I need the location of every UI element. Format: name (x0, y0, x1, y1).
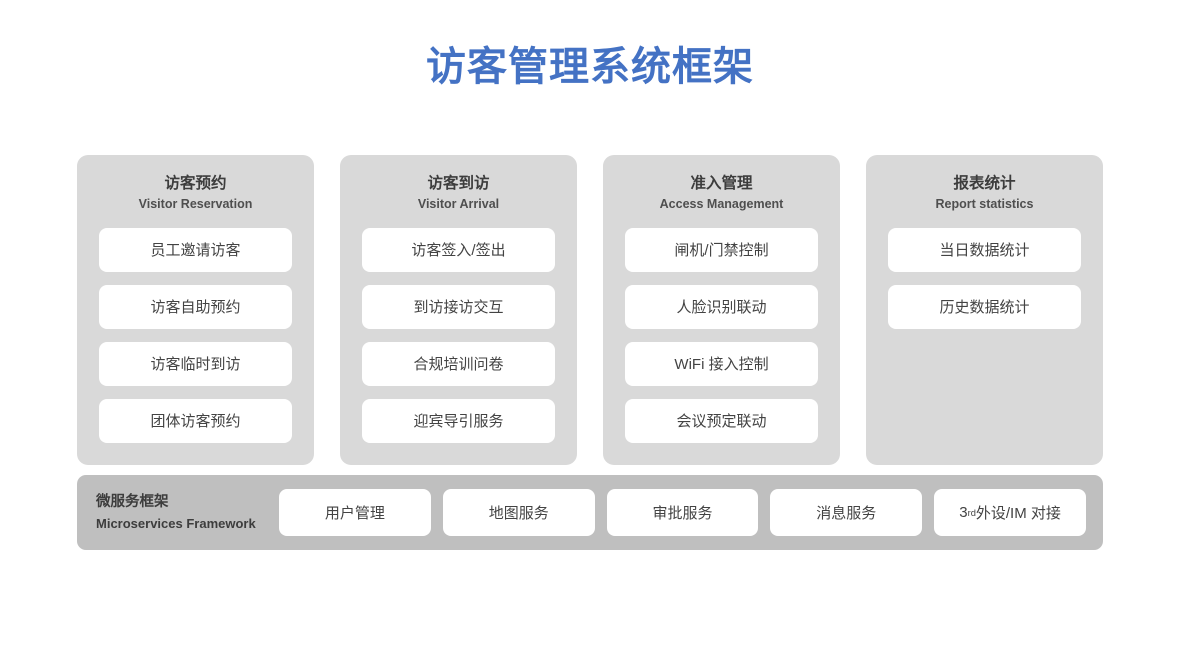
microservices-bar: 微服务框架 Microservices Framework 用户管理地图服务审批… (77, 475, 1103, 550)
microservice-card[interactable]: 地图服务 (442, 489, 595, 536)
microservices-label-en: Microservices Framework (96, 515, 256, 531)
microservice-card[interactable]: 审批服务 (606, 489, 759, 536)
pillar-title-cn: 报表统计 (953, 175, 1016, 192)
pillar-title-cn: 访客到访 (427, 175, 490, 192)
pillar-header: 准入管理 Access Management (625, 173, 818, 214)
microservices-label: 微服务框架 Microservices Framework (96, 492, 279, 533)
microservice-card-suffix: 外设/IM 对接 (975, 505, 1061, 522)
feature-card[interactable]: 迎宾导引服务 (362, 398, 555, 443)
feature-card[interactable]: WiFi 接入控制 (625, 341, 818, 386)
feature-card[interactable]: 人脸识别联动 (625, 284, 818, 329)
feature-card[interactable]: 会议预定联动 (625, 398, 818, 443)
pillar-title-cn: 准入管理 (690, 175, 753, 192)
pillar-column: 准入管理 Access Management 闸机/门禁控制人脸识别联动 WiFi 接… (603, 155, 840, 465)
feature-card[interactable]: 员工邀请访客 (99, 227, 292, 272)
feature-card[interactable]: 闸机/门禁控制 (625, 227, 818, 272)
feature-card[interactable]: 到访接访交互 (362, 284, 555, 329)
feature-card[interactable]: 历史数据统计 (888, 284, 1081, 329)
microservices-label-cn: 微服务框架 (96, 493, 169, 510)
feature-card[interactable]: 当日数据统计 (888, 227, 1081, 272)
pillar-column: 报表统计 Report statistics 当日数据统计历史数据统计 (866, 155, 1103, 465)
pillar-column: 访客到访 Visitor Arrival 访客签入/签出到访接访交互合规培训问卷迎宾… (340, 155, 577, 465)
pillar-title-en: Visitor Arrival (417, 197, 500, 212)
pillar-title-en: Report statistics (935, 197, 1034, 212)
feature-card[interactable]: 合规培训问卷 (362, 341, 555, 386)
feature-card[interactable]: 访客临时到访 (99, 341, 292, 386)
microservice-card-prefix: 3 (959, 504, 968, 521)
pillar-header: 报表统计 Report statistics (888, 173, 1081, 214)
pillar-title-en: Visitor Reservation (138, 197, 253, 212)
microservice-card[interactable]: 消息服务 (770, 489, 923, 536)
pillar-header: 访客预约 Visitor Reservation (99, 173, 292, 214)
pillar-title-en: Access Management (659, 197, 784, 212)
pillar-title-cn: 访客预约 (164, 175, 227, 192)
microservice-card[interactable]: 用户管理 (279, 489, 431, 536)
page-title: 访客管理系统框架 (426, 45, 754, 89)
feature-card[interactable]: 访客自助预约 (99, 284, 292, 329)
pillar-header: 访客到访 Visitor Arrival (362, 173, 555, 214)
pillar-column: 访客预约 Visitor Reservation 员工邀请访客访客自助预约访客临时到… (77, 155, 314, 465)
feature-card[interactable]: 团体访客预约 (99, 398, 292, 443)
feature-card[interactable]: 访客签入/签出 (362, 227, 555, 272)
pillar-columns: 访客预约 Visitor Reservation 员工邀请访客访客自助预约访客临时到… (77, 155, 1103, 465)
